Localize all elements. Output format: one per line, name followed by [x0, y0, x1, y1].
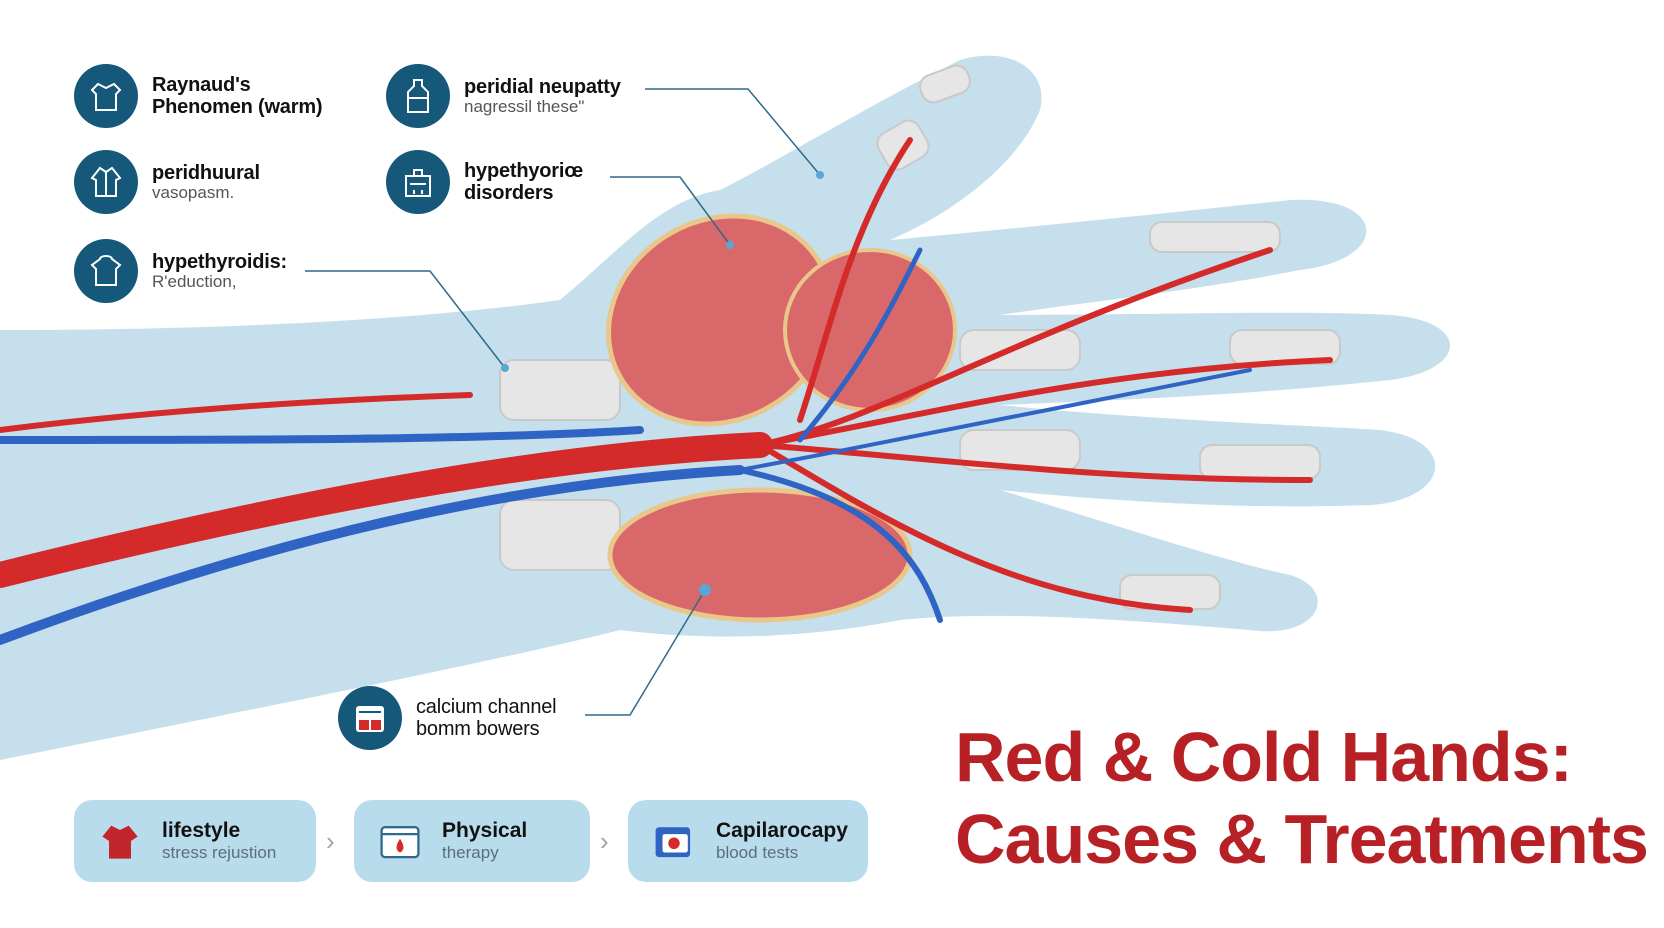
step-title: Physical — [442, 819, 528, 843]
headline-line-1: Red & Cold Hands: — [955, 718, 1573, 796]
callout-hypethyoriae-disorders: hypethyoriœ disorders — [386, 150, 583, 214]
callout-subtitle: nagressil these" — [464, 96, 585, 116]
callout-title: bomm bowers — [416, 718, 540, 740]
medicine-box-icon — [386, 150, 450, 214]
step-lifestyle: lifestyle stress rejustion — [74, 800, 316, 882]
callout-title: hypethyoriœ — [464, 160, 583, 182]
jacket-icon — [74, 150, 138, 214]
hoodie-icon — [74, 239, 138, 303]
callout-title: peridial neupatty — [464, 75, 621, 98]
hypothenar-muscle — [607, 487, 913, 623]
thenar-muscle — [606, 213, 834, 427]
bottle-icon — [386, 64, 450, 128]
finger-bones — [499, 64, 1341, 610]
test-kit-icon — [648, 815, 700, 867]
callout-title: calcium channel — [416, 696, 557, 718]
step-arrow: › — [600, 826, 609, 856]
step-subtitle: stress rejustion — [162, 843, 277, 863]
headline-line-2: Causes & Treatments — [955, 800, 1649, 878]
callout-calcium-channel: calcium channel bomm bowers — [338, 686, 557, 750]
callout-subtitle: R'eduction, — [152, 271, 237, 291]
headline-title: Red & Cold Hands: Causes & Treatments — [955, 716, 1655, 880]
step-title: lifestyle — [162, 819, 241, 843]
callout-title: hypethyroidis: — [152, 250, 287, 273]
step-physical-therapy: Physical therapy — [354, 800, 590, 882]
step-subtitle: therapy — [442, 843, 499, 863]
veins — [0, 247, 1252, 645]
red-sweater-icon — [94, 815, 146, 867]
hand-muscles — [606, 213, 957, 623]
callout-title: Raynaud's — [152, 74, 251, 96]
step-arrow: › — [326, 826, 335, 856]
pill-box-icon — [338, 686, 402, 750]
step-subtitle: blood tests — [716, 843, 799, 863]
callout-title: peridhuural — [152, 161, 260, 184]
callout-subtitle: vasopasm. — [152, 182, 235, 202]
step-title: Capilarocapy — [716, 819, 848, 843]
callout-hypethyroidis: hypethyroidis: R'eduction, — [74, 239, 287, 303]
callout-title: disorders — [464, 182, 554, 204]
leader-lines — [305, 88, 821, 716]
callout-title: Phenomen (warm) — [152, 96, 323, 118]
arteries — [0, 137, 1333, 613]
callout-peridial-neupatty: peridial neupatty nagressil these" — [386, 64, 621, 128]
leader-dots — [501, 171, 824, 596]
blood-drop-kit-icon — [374, 815, 426, 867]
sweater-icon — [74, 64, 138, 128]
step-capilarocapy: Capilarocapy blood tests — [628, 800, 868, 882]
callout-peridhuural: peridhuural vasopasm. — [74, 150, 260, 214]
callout-raynauds-phenomenon: Raynaud's Phenomen (warm) — [74, 64, 323, 128]
